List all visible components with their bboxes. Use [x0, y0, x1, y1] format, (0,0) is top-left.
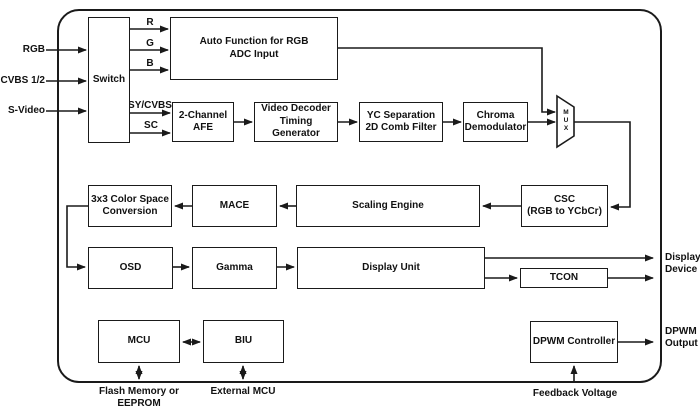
node-tcon: TCON — [520, 268, 608, 288]
node-csc: CSC (RGB to YCbCr) — [521, 185, 608, 227]
signal-label-sc: SC — [144, 120, 158, 131]
output-label-dpwm-output: DPWM Output — [665, 326, 698, 349]
node-gamma: Gamma — [192, 247, 277, 289]
node-yc-separation-comb-filter: YC Separation 2D Comb Filter — [359, 102, 443, 142]
node-mcu: MCU — [98, 320, 180, 363]
signal-label-b: B — [146, 58, 154, 69]
input-label-svideo: S-Video — [7, 105, 45, 116]
node-display-unit: Display Unit — [297, 247, 485, 289]
bottom-label-feedback-voltage: Feedback Voltage — [532, 388, 618, 399]
node-video-decoder-timing-generator: Video Decoder Timing Generator — [254, 102, 338, 142]
bottom-label-external-mcu: External MCU — [210, 386, 276, 397]
node-scaling-engine: Scaling Engine — [296, 185, 480, 227]
signal-label-r: R — [146, 17, 154, 28]
signal-label-sy-cvbs: SY/CVBS — [128, 100, 172, 111]
input-label-cvbs: CVBS 1/2 — [0, 75, 45, 86]
node-biu: BIU — [203, 320, 284, 363]
bottom-label-flash-memory: Flash Memory or EEPROM — [98, 386, 180, 409]
node-mace: MACE — [192, 185, 277, 227]
node-dpwm-controller: DPWM Controller — [530, 321, 618, 363]
node-chroma-demodulator: Chroma Demodulator — [463, 102, 528, 142]
output-label-display-device: Display Device — [665, 252, 700, 275]
input-label-rgb: RGB — [22, 44, 45, 55]
node-2-channel-afe: 2-Channel AFE — [172, 102, 234, 142]
node-3x3-color-space-conversion: 3x3 Color Space Conversion — [88, 185, 172, 227]
node-osd: OSD — [88, 247, 173, 289]
signal-label-g: G — [146, 38, 154, 49]
node-auto-function: Auto Function for RGB ADC Input — [170, 17, 338, 80]
node-switch: Switch — [88, 17, 130, 143]
